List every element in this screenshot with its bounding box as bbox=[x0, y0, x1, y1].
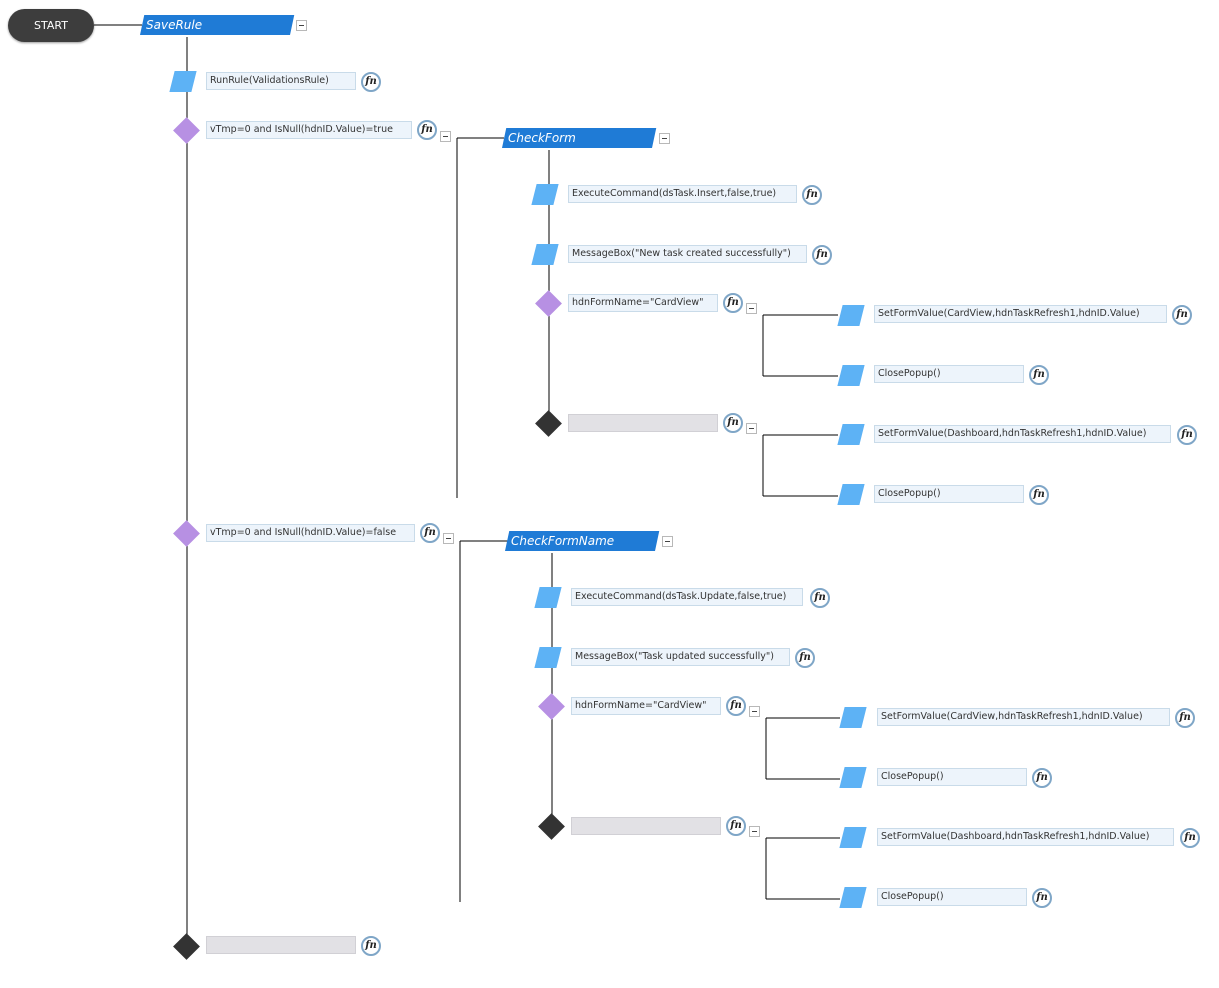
else-condition-box[interactable] bbox=[568, 414, 718, 432]
action-close-popup[interactable]: ClosePopup() bbox=[877, 768, 1027, 786]
action-shape bbox=[836, 305, 865, 326]
action-set-cardview[interactable]: SetFormValue(CardView,hdnTaskRefresh1,hd… bbox=[874, 305, 1167, 323]
rule-title: CheckFormName bbox=[511, 534, 615, 548]
action-msg-updated[interactable]: MessageBox("Task updated successfully") bbox=[571, 648, 790, 666]
rule-title: CheckForm bbox=[508, 131, 576, 145]
condition-cardview[interactable]: hdnFormName="CardView" bbox=[568, 294, 718, 312]
rule-header-saverule[interactable]: SaveRule bbox=[140, 15, 295, 35]
rule-title: SaveRule bbox=[146, 18, 203, 32]
action-exec-update[interactable]: ExecuteCommand(dsTask.Update,false,true) bbox=[571, 588, 803, 606]
collapse-icon[interactable] bbox=[746, 423, 757, 434]
function-icon[interactable]: fn bbox=[1029, 365, 1049, 385]
function-icon[interactable]: fn bbox=[795, 648, 815, 668]
action-shape bbox=[533, 647, 562, 668]
rule-header-checkformname[interactable]: CheckFormName bbox=[505, 531, 660, 551]
collapse-icon[interactable] bbox=[746, 303, 757, 314]
action-exec-insert[interactable]: ExecuteCommand(dsTask.Insert,false,true) bbox=[568, 185, 797, 203]
action-close-popup[interactable]: ClosePopup() bbox=[874, 365, 1024, 383]
function-icon[interactable]: fn bbox=[420, 523, 440, 543]
collapse-icon[interactable] bbox=[659, 133, 670, 144]
collapse-icon[interactable] bbox=[440, 131, 451, 142]
function-icon[interactable]: fn bbox=[1175, 708, 1195, 728]
condition-true[interactable]: vTmp=0 and IsNull(hdnID.Value)=true bbox=[206, 121, 412, 139]
action-set-dashboard[interactable]: SetFormValue(Dashboard,hdnTaskRefresh1,h… bbox=[877, 828, 1174, 846]
action-set-cardview[interactable]: SetFormValue(CardView,hdnTaskRefresh1,hd… bbox=[877, 708, 1170, 726]
collapse-icon[interactable] bbox=[662, 536, 673, 547]
function-icon[interactable]: fn bbox=[723, 293, 743, 313]
action-shape bbox=[530, 244, 559, 265]
action-shape bbox=[838, 887, 867, 908]
action-set-dashboard[interactable]: SetFormValue(Dashboard,hdnTaskRefresh1,h… bbox=[874, 425, 1171, 443]
action-shape bbox=[836, 424, 865, 445]
action-shape bbox=[838, 827, 867, 848]
action-msg-created[interactable]: MessageBox("New task created successfull… bbox=[568, 245, 807, 263]
action-shape bbox=[530, 184, 559, 205]
action-shape bbox=[838, 707, 867, 728]
function-icon[interactable]: fn bbox=[1032, 768, 1052, 788]
function-icon[interactable]: fn bbox=[723, 413, 743, 433]
function-icon[interactable]: fn bbox=[1172, 305, 1192, 325]
action-close-popup[interactable]: ClosePopup() bbox=[874, 485, 1024, 503]
collapse-icon[interactable] bbox=[443, 533, 454, 544]
function-icon[interactable]: fn bbox=[1032, 888, 1052, 908]
function-icon[interactable]: fn bbox=[1180, 828, 1200, 848]
function-icon[interactable]: fn bbox=[812, 245, 832, 265]
function-icon[interactable]: fn bbox=[361, 72, 381, 92]
action-shape bbox=[838, 767, 867, 788]
function-icon[interactable]: fn bbox=[361, 936, 381, 956]
function-icon[interactable]: fn bbox=[726, 696, 746, 716]
action-close-popup[interactable]: ClosePopup() bbox=[877, 888, 1027, 906]
start-node[interactable]: START bbox=[8, 9, 94, 42]
condition-cardview[interactable]: hdnFormName="CardView" bbox=[571, 697, 721, 715]
function-icon[interactable]: fn bbox=[1029, 485, 1049, 505]
collapse-icon[interactable] bbox=[749, 826, 760, 837]
function-icon[interactable]: fn bbox=[810, 588, 830, 608]
collapse-icon[interactable] bbox=[296, 20, 307, 31]
collapse-icon[interactable] bbox=[749, 706, 760, 717]
else-condition-box[interactable] bbox=[206, 936, 356, 954]
action-runrule[interactable]: RunRule(ValidationsRule) bbox=[206, 72, 356, 90]
action-shape bbox=[168, 71, 197, 92]
condition-false[interactable]: vTmp=0 and IsNull(hdnID.Value)=false bbox=[206, 524, 415, 542]
else-condition-box[interactable] bbox=[571, 817, 721, 835]
action-shape bbox=[836, 484, 865, 505]
rule-header-checkform[interactable]: CheckForm bbox=[502, 128, 657, 148]
function-icon[interactable]: fn bbox=[1177, 425, 1197, 445]
action-shape bbox=[533, 587, 562, 608]
function-icon[interactable]: fn bbox=[417, 120, 437, 140]
function-icon[interactable]: fn bbox=[802, 185, 822, 205]
function-icon[interactable]: fn bbox=[726, 816, 746, 836]
action-shape bbox=[836, 365, 865, 386]
